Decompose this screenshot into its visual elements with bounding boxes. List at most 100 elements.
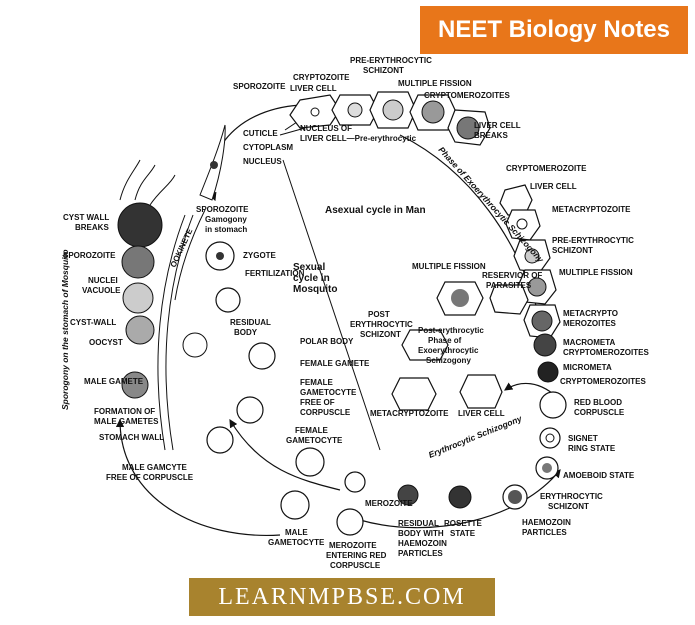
banner-title: NEET Biology Notes: [420, 6, 688, 54]
cycle-to-mosquito: [229, 418, 341, 491]
label-multiple-fission-top: MULTIPLE FISSION: [398, 79, 472, 88]
reservoir-cell: [489, 284, 529, 315]
label-metacrypto-1: METACRYPTO: [563, 309, 618, 318]
label-rbc-1: RED BLOOD: [574, 398, 622, 407]
label-sporozoite-gamogony-3: in stomach: [205, 225, 247, 234]
label-multiple-fission-r: MULTIPLE FISSION: [559, 268, 633, 277]
label-pre-ery-schizont-1: PRE-ERYTHROCYTIC: [350, 56, 432, 65]
label-nucleus-liver-2: LIVER CELL—Pre-erythrocytic: [300, 134, 417, 143]
label-sporogony: Sporogony on the stomach of Mosquito: [60, 249, 70, 410]
label-liver-cell-b: LIVER CELL: [458, 409, 505, 418]
sporozoite-cyst: [121, 245, 155, 279]
male-gametocyte-free-cell: [206, 426, 234, 454]
cryptozoite-nucleus: [310, 107, 320, 117]
label-post-ery-title-3: Exoerythrocytic: [418, 346, 479, 355]
label-post-ery-2: ERYTHROCYTIC: [350, 320, 413, 329]
label-male-gamcyte-free-1: MALE GAMCYTE: [122, 463, 188, 472]
label-metacrypto-2: MEROZOITES: [563, 319, 617, 328]
label-male-gamcyte-free-2: FREE OF CORPUSCLE: [106, 473, 194, 482]
merozoite-free: [344, 471, 366, 493]
amoeboid-inner: [542, 463, 552, 473]
label-oocyst: OOCYST: [89, 338, 123, 347]
label-cytoplasm: CYTOPLASM: [243, 143, 293, 152]
multiple-fission-top-cell: [421, 100, 445, 124]
signet-ring-dot: [545, 433, 555, 443]
label-rosette-2: STATE: [450, 529, 476, 538]
label-nucleus-liver-1: NUCLEUS OF: [300, 124, 352, 133]
label-formation-male-1: FORMATION OF: [94, 407, 155, 416]
female-gamete-cell: [248, 342, 276, 370]
label-male-gametocyte-2: GAMETOCYTE: [268, 538, 325, 547]
label-nucleus: NUCLEUS: [243, 157, 282, 166]
formation-male-cell: [121, 371, 149, 399]
rbc: [539, 391, 567, 419]
ookinete-line: [282, 159, 381, 451]
right-column-cells: [499, 184, 561, 383]
pre-ery-schizont-1: [347, 102, 363, 118]
label-cyst-wall-breaks-1: CYST WALL: [63, 213, 109, 222]
label-post-ery-3: SCHIZONT: [360, 330, 401, 339]
label-macrometa-2: CRYPTOMEROZOITES: [563, 348, 649, 357]
label-residual-body-1: RESIDUAL: [230, 318, 271, 327]
label-merozoite-entering-1: MEROZOITE: [329, 541, 377, 550]
female-gametocyte-free-cell: [236, 396, 264, 424]
label-female-gametocyte-free-4: CORPUSCLE: [300, 408, 351, 417]
label-liver-cell-top: LIVER CELL: [290, 84, 337, 93]
post-ery-schizont-cell: [401, 329, 449, 361]
label-female-gametocyte-free-2: GAMETOCYTE: [300, 388, 357, 397]
label-sexual-cycle-2: cycle in: [293, 273, 330, 284]
label-pre-ery-schizont-r-1: PRE-ERYTHROCYTIC: [552, 236, 634, 245]
label-cuticle: CUTICLE: [243, 129, 278, 138]
zygote-nucleus: [216, 252, 224, 260]
label-signet-1: SIGNET: [568, 434, 598, 443]
male-gametocyte-blood: [280, 490, 310, 520]
label-female-gametocyte-1: FEMALE: [295, 426, 329, 435]
residual-body-cell: [215, 287, 241, 313]
sporozoite-body: [199, 124, 226, 201]
label-male-gamete: MALE GAMETE: [84, 377, 144, 386]
label-reservoir-1: RESERVIOR OF: [482, 271, 542, 280]
nuclei-vacuole-cyst: [122, 282, 154, 314]
label-residual-body-2: BODY: [234, 328, 258, 337]
cyst-wall-breaks: [117, 159, 176, 248]
label-haemozoin-1: HAEMOZOIN: [522, 518, 571, 527]
label-sexual-cycle-1: Sexual: [293, 262, 325, 273]
signet-ring: [539, 427, 561, 449]
label-cryptozoite: CRYPTOZOITE: [293, 73, 350, 82]
label-merozoite-entering-3: CORPUSCLE: [330, 561, 381, 570]
label-zygote: ZYGOTE: [243, 251, 277, 260]
label-cyst-wall-breaks-2: BREAKS: [75, 223, 109, 232]
label-female-gametocyte-2: GAMETOCYTE: [286, 436, 343, 445]
erythrocytic-arc: [359, 469, 561, 529]
label-female-gamete: FEMALE GAMETE: [300, 359, 370, 368]
label-metacryptozoite: METACRYPTOZOITE: [552, 205, 631, 214]
label-signet-2: RING STATE: [568, 444, 616, 453]
label-liver-cell-r: LIVER CELL: [530, 182, 577, 191]
label-pre-ery-schizont-r-2: SCHIZONT: [552, 246, 593, 255]
label-polar-body: POLAR BODY: [300, 337, 354, 346]
label-merozoite-entering-2: ENTERING RED: [326, 551, 387, 560]
male-gamete-form: [182, 332, 208, 358]
label-ery-schizont-2: SCHIZONT: [548, 502, 589, 511]
label-erythrocytic-schizogony: Erythrocytic Schizogony: [427, 413, 524, 460]
label-metacryptozoite-b: METACRYPTOZOITE: [370, 409, 449, 418]
label-pre-ery-schizont-2: SCHIZONT: [363, 66, 404, 75]
label-female-gametocyte-free-1: FEMALE: [300, 378, 334, 387]
label-cyst-wall: CYST-WALL: [70, 318, 116, 327]
label-ery-schizont-1: ERYTHROCYTIC: [540, 492, 603, 501]
label-merozoite: MEROZOITE: [365, 499, 413, 508]
label-macrometa-1: MACROMETA: [563, 338, 616, 347]
label-sporozoite-top: SPOROZOITE: [233, 82, 286, 91]
label-post-ery-title-2: Phase of: [428, 336, 462, 345]
label-nuclei-2: VACUOLE: [82, 286, 121, 295]
label-liver-cell-breaks-1: LIVER CELL: [474, 121, 521, 130]
oocyst-cell: [125, 315, 155, 345]
liver-cell-b: [459, 374, 503, 409]
label-haemozoin-2: PARTICLES: [522, 528, 567, 537]
female-gametocyte-blood: [295, 447, 325, 477]
label-female-gametocyte-free-3: FREE OF: [300, 398, 335, 407]
label-multiple-fission-c: MULTIPLE FISSION: [412, 262, 486, 271]
cryptomerozoites-top-cell: [456, 116, 480, 140]
label-sporozoite-l: SPOROZOITE: [63, 251, 116, 260]
